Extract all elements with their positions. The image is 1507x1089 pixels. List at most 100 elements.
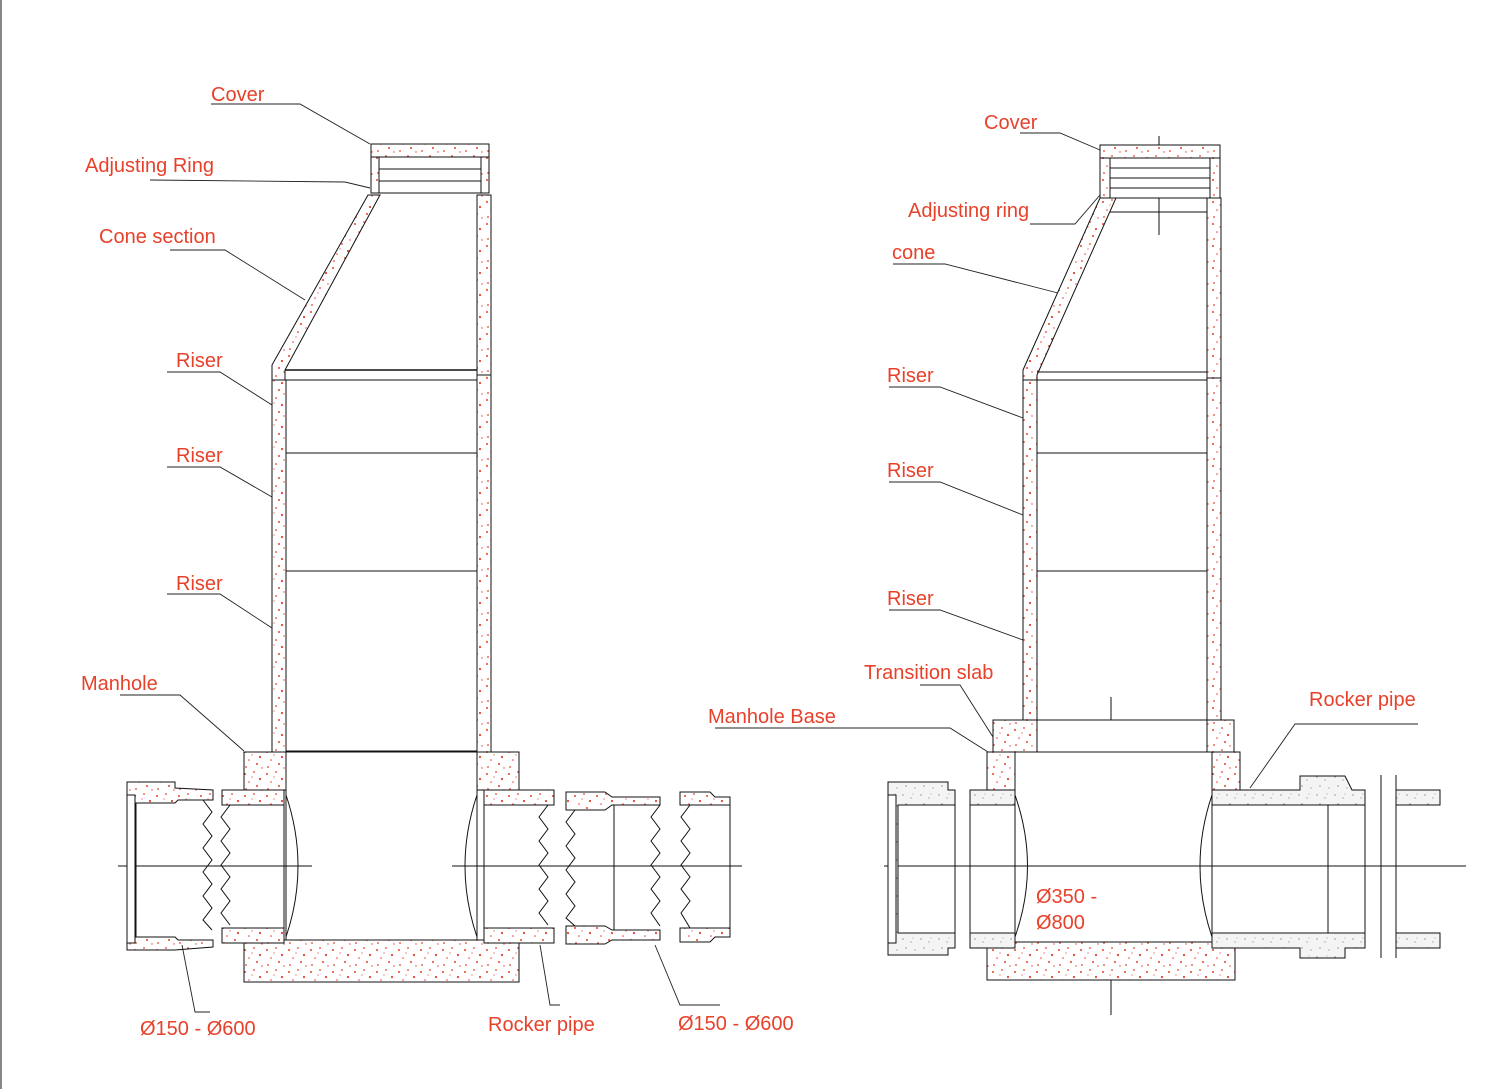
label-right-riser-3: Riser [887, 588, 934, 610]
label-right-cone: cone [892, 242, 935, 264]
right-transition-slab-mid [1036, 719, 1208, 753]
right-transition-slab-l [992, 719, 1038, 753]
right-riser-wall-r [1206, 377, 1222, 721]
leader-right-cone [893, 263, 1059, 294]
leader-left-riser-2 [167, 466, 273, 498]
label-right-shaft-diameter-1: Ø350 - [1036, 886, 1097, 908]
left-inlet-pipe-shell [126, 781, 214, 951]
left-outlet-zigzag-2 [650, 804, 661, 927]
left-adjusting-ring-1 [370, 156, 490, 170]
right-inlet-pipe-spigot [887, 794, 897, 944]
label-left-adjusting-ring: Adjusting Ring [85, 155, 214, 177]
left-rocker-pipe-bottom [221, 927, 285, 944]
label-right-manhole-base: Manhole Base [708, 706, 836, 728]
right-inlet-pipe-shell [887, 781, 956, 956]
left-outlet-pipe-2-bottom [679, 927, 731, 943]
right-base-collar-r [1211, 751, 1241, 793]
right-rocker-pipe-top [483, 789, 555, 806]
leader-left-rocker-pipe [539, 944, 560, 1006]
label-left-cone-section: Cone section [99, 226, 216, 248]
leader-left-adjusting-ring [149, 179, 371, 189]
right-adjusting-ring-2 [1099, 167, 1221, 179]
right-manhole-assembly [884, 136, 1466, 1015]
right-adjusting-ring-3 [1099, 177, 1221, 189]
right-adjusting-ring-1 [1099, 157, 1221, 169]
leader-left-manhole [120, 694, 245, 752]
right-left-rocker-bottom [969, 932, 1016, 949]
leader-right-transition-slab [920, 684, 994, 738]
left-cover-slab [370, 143, 490, 158]
leader-left-diameter [181, 944, 210, 1013]
left-outlet-pipe-1-top [565, 791, 661, 811]
right-riser-wall-l [1022, 379, 1038, 721]
label-right-adjusting-ring: Adjusting ring [908, 200, 1029, 222]
right-ring-wall-l [1099, 157, 1111, 199]
left-leaders [120, 103, 720, 1013]
left-adjusting-ring-2 [370, 168, 490, 182]
left-riser-wall-r [476, 374, 492, 753]
right-base-chamber [1014, 751, 1213, 943]
left-base-collar-r [476, 751, 520, 791]
left-cone-right-wall [476, 194, 492, 376]
right-base-slab [986, 941, 1236, 981]
right-left-rocker-top [969, 789, 1016, 806]
left-outlet-zigzag-3 [680, 804, 691, 929]
left-adjusting-ring-3 [370, 180, 490, 194]
label-left-riser-2: Riser [176, 445, 223, 467]
left-chamber-arc-r [464, 794, 478, 938]
right-leaders [715, 132, 1418, 789]
right-ring-wall-r [1209, 157, 1221, 199]
label-right-transition-slab: Transition slab [864, 662, 993, 684]
label-left-pipe-diameter: Ø150 - Ø600 [140, 1018, 256, 1040]
left-inlet-pipe-spigot [126, 794, 136, 944]
left-rocker-zigzag [220, 804, 231, 926]
left-cone-wall [271, 194, 381, 381]
leader-right-rocker-pipe [1249, 723, 1418, 789]
left-base-collar-l [243, 751, 287, 791]
right-rocker-zigzag [538, 804, 549, 926]
right-rocker-pipe-bottom [483, 927, 555, 944]
label-right-rocker-pipe: Rocker pipe [1309, 689, 1416, 711]
left-riser-wall-l [271, 379, 287, 753]
label-right-riser-1: Riser [887, 365, 934, 387]
right-transition-slab-r [1206, 719, 1235, 753]
left-outlet-pipe-2-top [679, 791, 731, 806]
leader-left-riser-1 [167, 371, 273, 406]
left-rocker-pipe-top [221, 789, 285, 806]
right-outlet-pipe-bottom [1395, 932, 1441, 949]
label-right-riser-2: Riser [887, 460, 934, 482]
right-rocker-pipe-top [1211, 775, 1366, 806]
right-base-collar-l [986, 751, 1016, 793]
label-left-riser-1: Riser [176, 350, 223, 372]
leader-left-diameter-right [654, 944, 720, 1006]
label-left-rocker-pipe: Rocker pipe [488, 1014, 595, 1036]
right-cone-right-wall [1206, 197, 1222, 379]
leader-right-adjusting-ring [1030, 194, 1101, 225]
left-manhole-assembly [118, 143, 742, 983]
leader-right-riser-3 [889, 609, 1024, 641]
label-right-shaft-diameter-2: Ø800 [1036, 912, 1085, 934]
leader-right-riser-2 [889, 481, 1024, 516]
left-ring-wall-l [370, 156, 380, 194]
right-cone-wall [1022, 197, 1117, 381]
label-left-cover: Cover [211, 84, 265, 106]
label-right-cover: Cover [984, 112, 1038, 134]
leader-right-manhole-base [715, 727, 989, 753]
leader-right-riser-1 [889, 386, 1024, 419]
label-left-pipe-diameter-right: Ø150 - Ø600 [678, 1013, 794, 1035]
left-inlet-joint-zigzag [202, 799, 213, 931]
leader-left-riser-3 [167, 593, 273, 629]
left-outlet-pipe-1-bottom [565, 925, 661, 945]
right-outlet-pipe-top [1395, 789, 1441, 806]
leader-left-cover [211, 103, 371, 145]
right-rocker-pipe-bottom [1211, 932, 1366, 959]
left-base-slab [243, 939, 520, 983]
leader-right-cover [1020, 132, 1101, 151]
label-left-manhole: Manhole [81, 673, 158, 695]
left-chamber-arc-l [285, 794, 299, 938]
left-ring-wall-r [480, 156, 490, 194]
left-outlet-zigzag-1 [565, 809, 576, 927]
right-adjusting-ring-4 [1099, 187, 1221, 199]
label-left-riser-3: Riser [176, 573, 223, 595]
